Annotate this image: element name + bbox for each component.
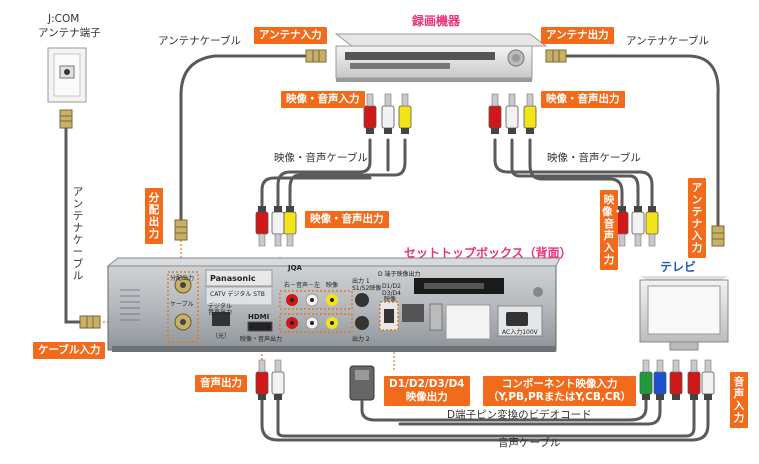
panel-output2: 出力 2	[352, 335, 370, 343]
component-in-line1: コンポーネント映像入力	[501, 378, 618, 390]
component-in-label: コンポーネント映像入力 （Y,PB,PRまたはY,CB,CR）	[483, 376, 637, 406]
panel-digital-1: デジタル	[208, 302, 232, 310]
rca-plug-rec-in-1	[363, 93, 377, 134]
cable-in-label: ケーブル入力	[33, 342, 106, 359]
antenna-cable-label-left: アンテナケーブル	[158, 35, 241, 47]
av-cable-recorder-out-b	[510, 138, 640, 207]
av-in-recorder-label: 映像・音声入力	[281, 91, 365, 108]
stb-device	[106, 257, 561, 352]
panel-av-out: 映像・音声出力	[240, 335, 282, 343]
tv-title: テレビ	[660, 260, 697, 274]
audio-cable	[260, 393, 710, 442]
antenna-out-recorder-label: アンテナ出力	[541, 27, 614, 44]
av-cable-recorder-out-c	[528, 138, 624, 207]
panel-jqa: JQA	[287, 264, 303, 272]
jcom-label-1: J:COM	[48, 13, 80, 25]
d-terminal-plug	[349, 365, 375, 408]
cables	[64, 54, 720, 442]
panel-d3d4: D3/D4	[382, 290, 401, 297]
antenna-cable-wall-to-stb	[64, 126, 90, 324]
av-cable-label-left: 映像・音声ケーブル	[274, 152, 368, 164]
panel-s1s2: S1/S2映像	[352, 284, 381, 292]
panel-d1d2: D1/D2	[382, 283, 401, 290]
audio-out-label: 音声出力	[195, 375, 247, 392]
audio-in-label: 音声入力	[730, 372, 748, 428]
antenna-cable-split-to-recorder	[179, 54, 320, 224]
f-plug-split	[174, 219, 188, 241]
rca-plug-tv-component-1	[639, 359, 653, 400]
recorder-device	[334, 33, 548, 82]
rca-plug-tv-av-in-3	[645, 206, 659, 247]
f-plug-tv	[711, 225, 725, 247]
av-cable-label-right: 映像・音声ケーブル	[547, 152, 641, 164]
rca-plug-stb-av-out-1	[255, 206, 269, 247]
av-cable-stb-out-a	[260, 176, 372, 207]
tv-device	[639, 276, 729, 351]
rca-plug-stb-av-out-3	[283, 206, 297, 247]
recorder-title: 録画機器	[412, 14, 461, 28]
rca-plug-tv-component-3	[669, 359, 683, 400]
audio-cable-b	[276, 393, 696, 438]
rca-plug-tv-av-in-2	[631, 206, 645, 247]
f-plug-rec-in	[305, 49, 327, 63]
d-video-cable	[360, 396, 648, 422]
rca-plug-stb-audio-out-1	[255, 359, 269, 400]
rca-plug-rec-in-3	[398, 93, 412, 134]
stb-title: セットトップボックス（背面）	[404, 246, 572, 260]
stb-panel-text: Panasonic CATV デジタル STB HDMI デジタル 音声出力 （…	[170, 264, 539, 343]
antenna-cable-label-vertical: アンテナケーブル	[72, 186, 84, 282]
d-video-out-line2: 映像出力	[405, 391, 448, 403]
panel-digital-2: 音声出力	[208, 308, 232, 316]
panel-cable: ケーブル	[170, 300, 194, 308]
panel-ac: AC入力100V	[502, 328, 539, 336]
rca-plug-tv-av-in-1	[615, 206, 629, 247]
f-plug-wall	[59, 109, 73, 129]
rca-plug-stb-audio-out-2	[271, 359, 285, 400]
panel-rlv: 右－音声－左 映像	[284, 281, 338, 289]
f-plug-stb-cable	[79, 315, 101, 329]
rca-plug-rec-out-2	[505, 93, 519, 134]
antenna-in-tv-label: アンテナ入力	[688, 178, 706, 258]
rca-plug-tv-audio-in-1	[687, 359, 701, 400]
d-video-cable-b	[398, 396, 662, 426]
panel-optical: （光）	[212, 332, 230, 340]
panel-model: CATV デジタル STB	[210, 290, 265, 298]
av-in-tv-label: 映像・音声入力	[600, 190, 623, 270]
panel-split: 分配出力	[170, 274, 194, 282]
av-cable-recorder-in-left	[276, 138, 372, 207]
jcom-label-2: アンテナ端子	[38, 27, 101, 39]
rca-plug-rec-out-1	[488, 93, 502, 134]
av-cable-recorder-out	[493, 138, 654, 207]
antenna-cable-recorder-to-tv	[548, 54, 720, 227]
rca-plug-tv-component-2	[653, 359, 667, 400]
split-out-label: 分配出力	[145, 188, 163, 244]
f-plugs	[59, 49, 725, 329]
panel-video: 映像	[384, 295, 396, 303]
d-video-out-line1: D1/D2/D3/D4	[389, 378, 465, 390]
av-out-stb-label: 映像・音声出力	[305, 211, 389, 228]
component-in-line2: （Y,PB,PRまたはY,CB,CR）	[488, 391, 632, 403]
audio-cable-label: 音声ケーブル	[498, 437, 561, 449]
rca-plug-rec-out-3	[523, 93, 537, 134]
av-out-recorder-label: 映像・音声出力	[541, 91, 625, 108]
antenna-cable-label-right: アンテナケーブル	[626, 35, 709, 47]
panel-brand: Panasonic	[210, 274, 256, 283]
panel-d-terminal: D 端子映像出力	[378, 270, 421, 278]
rca-plug-stb-av-out-2	[271, 206, 285, 247]
d-video-out-label: D1/D2/D3/D4 映像出力	[384, 376, 470, 406]
jcom-wall-outlet	[47, 47, 87, 103]
av-cable-recorder-in-right	[288, 138, 407, 207]
panel-hdmi: HDMI	[248, 313, 269, 321]
panel-output1: 出力 1	[352, 277, 370, 285]
rca-plug-rec-in-2	[381, 93, 395, 134]
d-video-cable-label: D端子ピン変換のビデオコード	[447, 409, 592, 421]
rca-plug-groups	[255, 93, 715, 400]
antenna-in-recorder-label: アンテナ入力	[254, 27, 327, 44]
rca-plug-tv-audio-in-2	[701, 359, 715, 400]
f-plug-rec-out	[545, 49, 567, 63]
